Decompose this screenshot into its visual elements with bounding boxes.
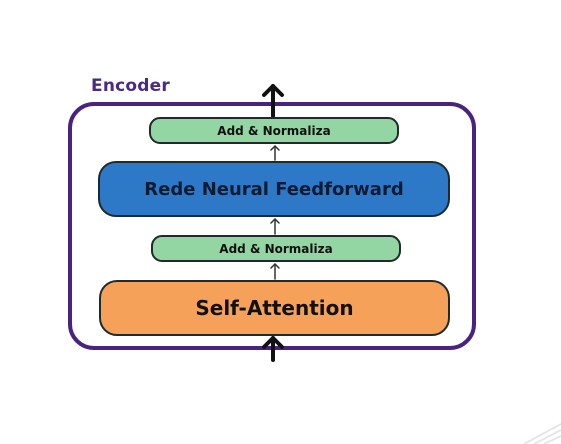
add-normalize-bottom-block: Add & Normaliza [151,235,401,262]
self-attention-block: Self-Attention [99,280,450,336]
feedforward-label: Rede Neural Feedforward [144,178,404,200]
encoder-title: Encoder [91,76,170,96]
feedforward-block: Rede Neural Feedforward [98,161,450,217]
add-normalize-top-block: Add & Normaliza [149,117,399,144]
output-arrow [262,84,284,118]
add-normalize-top-label: Add & Normaliza [217,123,331,138]
arrow-norm-to-ffn [270,218,280,235]
add-normalize-bottom-label: Add & Normaliza [219,241,333,256]
input-arrow [262,336,284,362]
corner-decoration-icon [523,423,561,444]
arrow-ffn-to-norm [270,145,280,161]
self-attention-label: Self-Attention [195,296,354,320]
arrow-attn-to-norm [270,263,280,280]
